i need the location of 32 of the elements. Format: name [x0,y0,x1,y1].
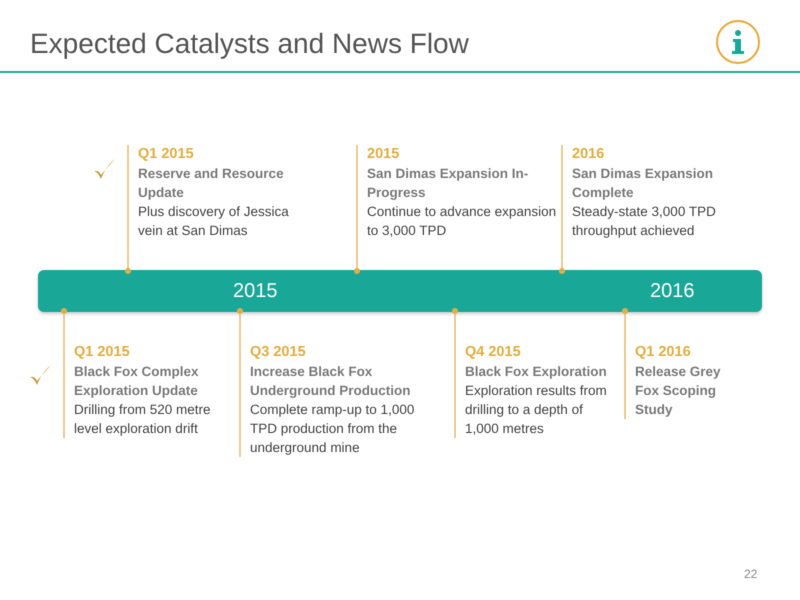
milestone-description: Complete ramp-up to 1,000 TPD production from the underground mine [250,401,416,457]
milestone-description: Continue to advance expansion to 3,000 TPD [367,203,557,240]
leader-line [124,145,132,274]
milestone-heading: San Dimas Expansion In-Progress [367,165,530,202]
milestone-description: Drilling from 520 metre level exploration drift [74,401,212,438]
leader-line [558,145,566,274]
milestone-description: Plus discovery of Jessica vein at San Dimas [138,203,290,240]
year-label: 2016 [650,280,694,303]
milestone-heading: Black Fox Exploration [465,363,608,381]
date-label: 2015 [367,145,400,164]
page-number: 22 [744,567,758,581]
leader-line [452,308,458,438]
leader-line [354,145,360,274]
leader-line [236,308,244,457]
date-label: Q1 2016 [635,343,692,362]
date-label: Q1 2015 [138,145,195,164]
date-label: Q3 2015 [250,343,307,362]
timeline-bar [38,270,762,312]
milestone-heading: Increase Black Fox Underground Production [250,363,412,400]
leader-line [622,308,628,419]
date-label: 2016 [572,145,606,164]
date-label: Q1 2015 [74,343,131,362]
leader-line [60,308,68,438]
milestone-heading: San Dimas Expansion Complete [572,165,714,202]
milestone-heading: Black Fox Complex Exploration Update [74,363,200,400]
milestone-heading: Release Grey Fox Scoping Study [635,363,722,419]
slide-title: Expected Catalysts and News Flow [30,28,469,60]
milestone-description: Exploration results from drilling to a depth of 1,000 metres [465,382,608,438]
milestone-heading: Reserve and Resource Update [138,165,285,202]
date-label: Q4 2015 [465,343,522,362]
year-label: 2015 [233,280,278,303]
milestone-description: Steady-state 3,000 TPD throughput achieved [572,203,717,240]
